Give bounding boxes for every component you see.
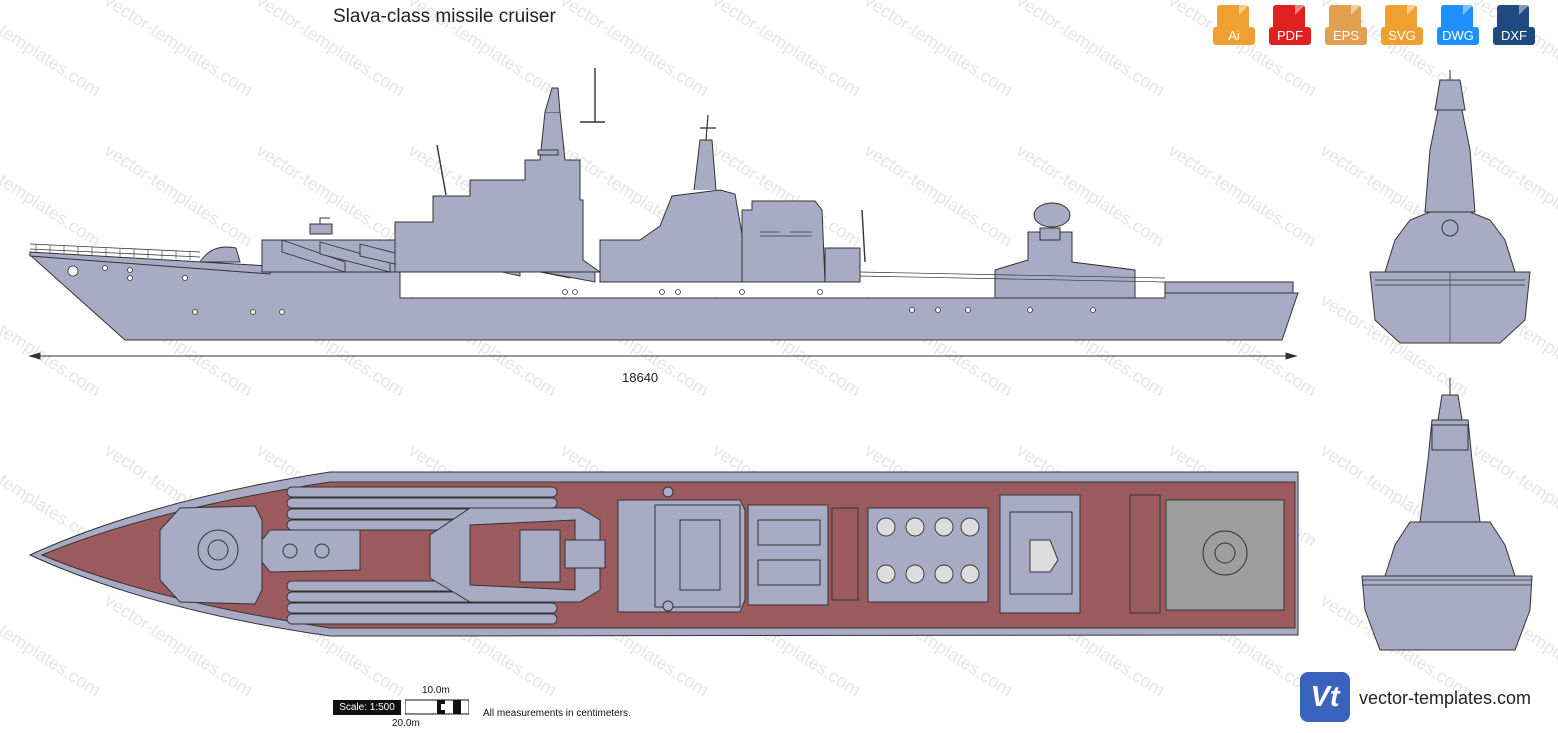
bow-railing [29,243,201,258]
length-dimension-line [28,352,1298,360]
scale-label: Scale: 1:500 [333,700,401,715]
page-fold-icon [1295,5,1305,15]
length-dimension-label: 18640 [622,370,659,385]
rear-mast [1437,394,1463,421]
format-badge-label: DXF [1493,27,1535,45]
format-badge-label: PDF [1269,27,1311,45]
side-portholes [67,265,1096,315]
bridge-superstructure [394,111,602,273]
page-title: Slava-class missile cruiser [333,6,556,27]
aft-radar-dish [1033,202,1071,228]
rear-hull [1361,575,1533,651]
top-vls-cells [876,517,980,584]
rear-view [1361,378,1533,651]
top-hangar [1129,494,1161,614]
front-mast [1434,79,1466,111]
brand-site-name: vector-templates.com [1359,688,1532,708]
page-fold-icon [1351,5,1361,15]
funnel-block [741,200,826,283]
front-view [1369,70,1531,344]
format-badge-label: DWG [1437,27,1479,45]
format-badge-label: EPS [1325,27,1367,45]
rear-superstructure [1384,521,1516,577]
top-view [28,471,1299,637]
front-tower [1424,109,1476,213]
scale-short-bar-label: 10.0m [422,685,450,696]
aft-deck-house [824,247,861,283]
format-badge-ai[interactable]: Ai [1213,5,1255,53]
format-badge-label: SVG [1381,27,1423,45]
aft-radar-block [994,231,1136,299]
forward-gun [199,246,241,263]
stern-platform [1164,281,1294,294]
mid-superstructure [599,189,743,283]
format-badge-eps[interactable]: EPS [1325,5,1367,53]
scale-long-bar-label: 20.0m [392,718,420,729]
top-aft-panel [831,507,859,601]
vt-logo: Vt [1300,672,1350,722]
scale-bar [405,699,469,715]
page-fold-icon [1463,5,1473,15]
mid-mast [693,139,717,191]
format-badge-pdf[interactable]: PDF [1269,5,1311,53]
format-badge-dwg[interactable]: DWG [1437,5,1479,53]
format-badge-svg[interactable]: SVG [1381,5,1423,53]
page-fold-icon [1519,5,1529,15]
measurement-note: All measurements in centimeters. [483,708,631,719]
format-badge-label: Ai [1213,27,1255,45]
top-forward-block [261,529,361,573]
bridge-mast [544,87,561,113]
page-fold-icon [1239,5,1249,15]
side-view [28,68,1299,341]
page-fold-icon [1407,5,1417,15]
aft-railing [859,271,1166,283]
format-badge-dxf[interactable]: DXF [1493,5,1535,53]
side-hull-bow [29,251,271,275]
